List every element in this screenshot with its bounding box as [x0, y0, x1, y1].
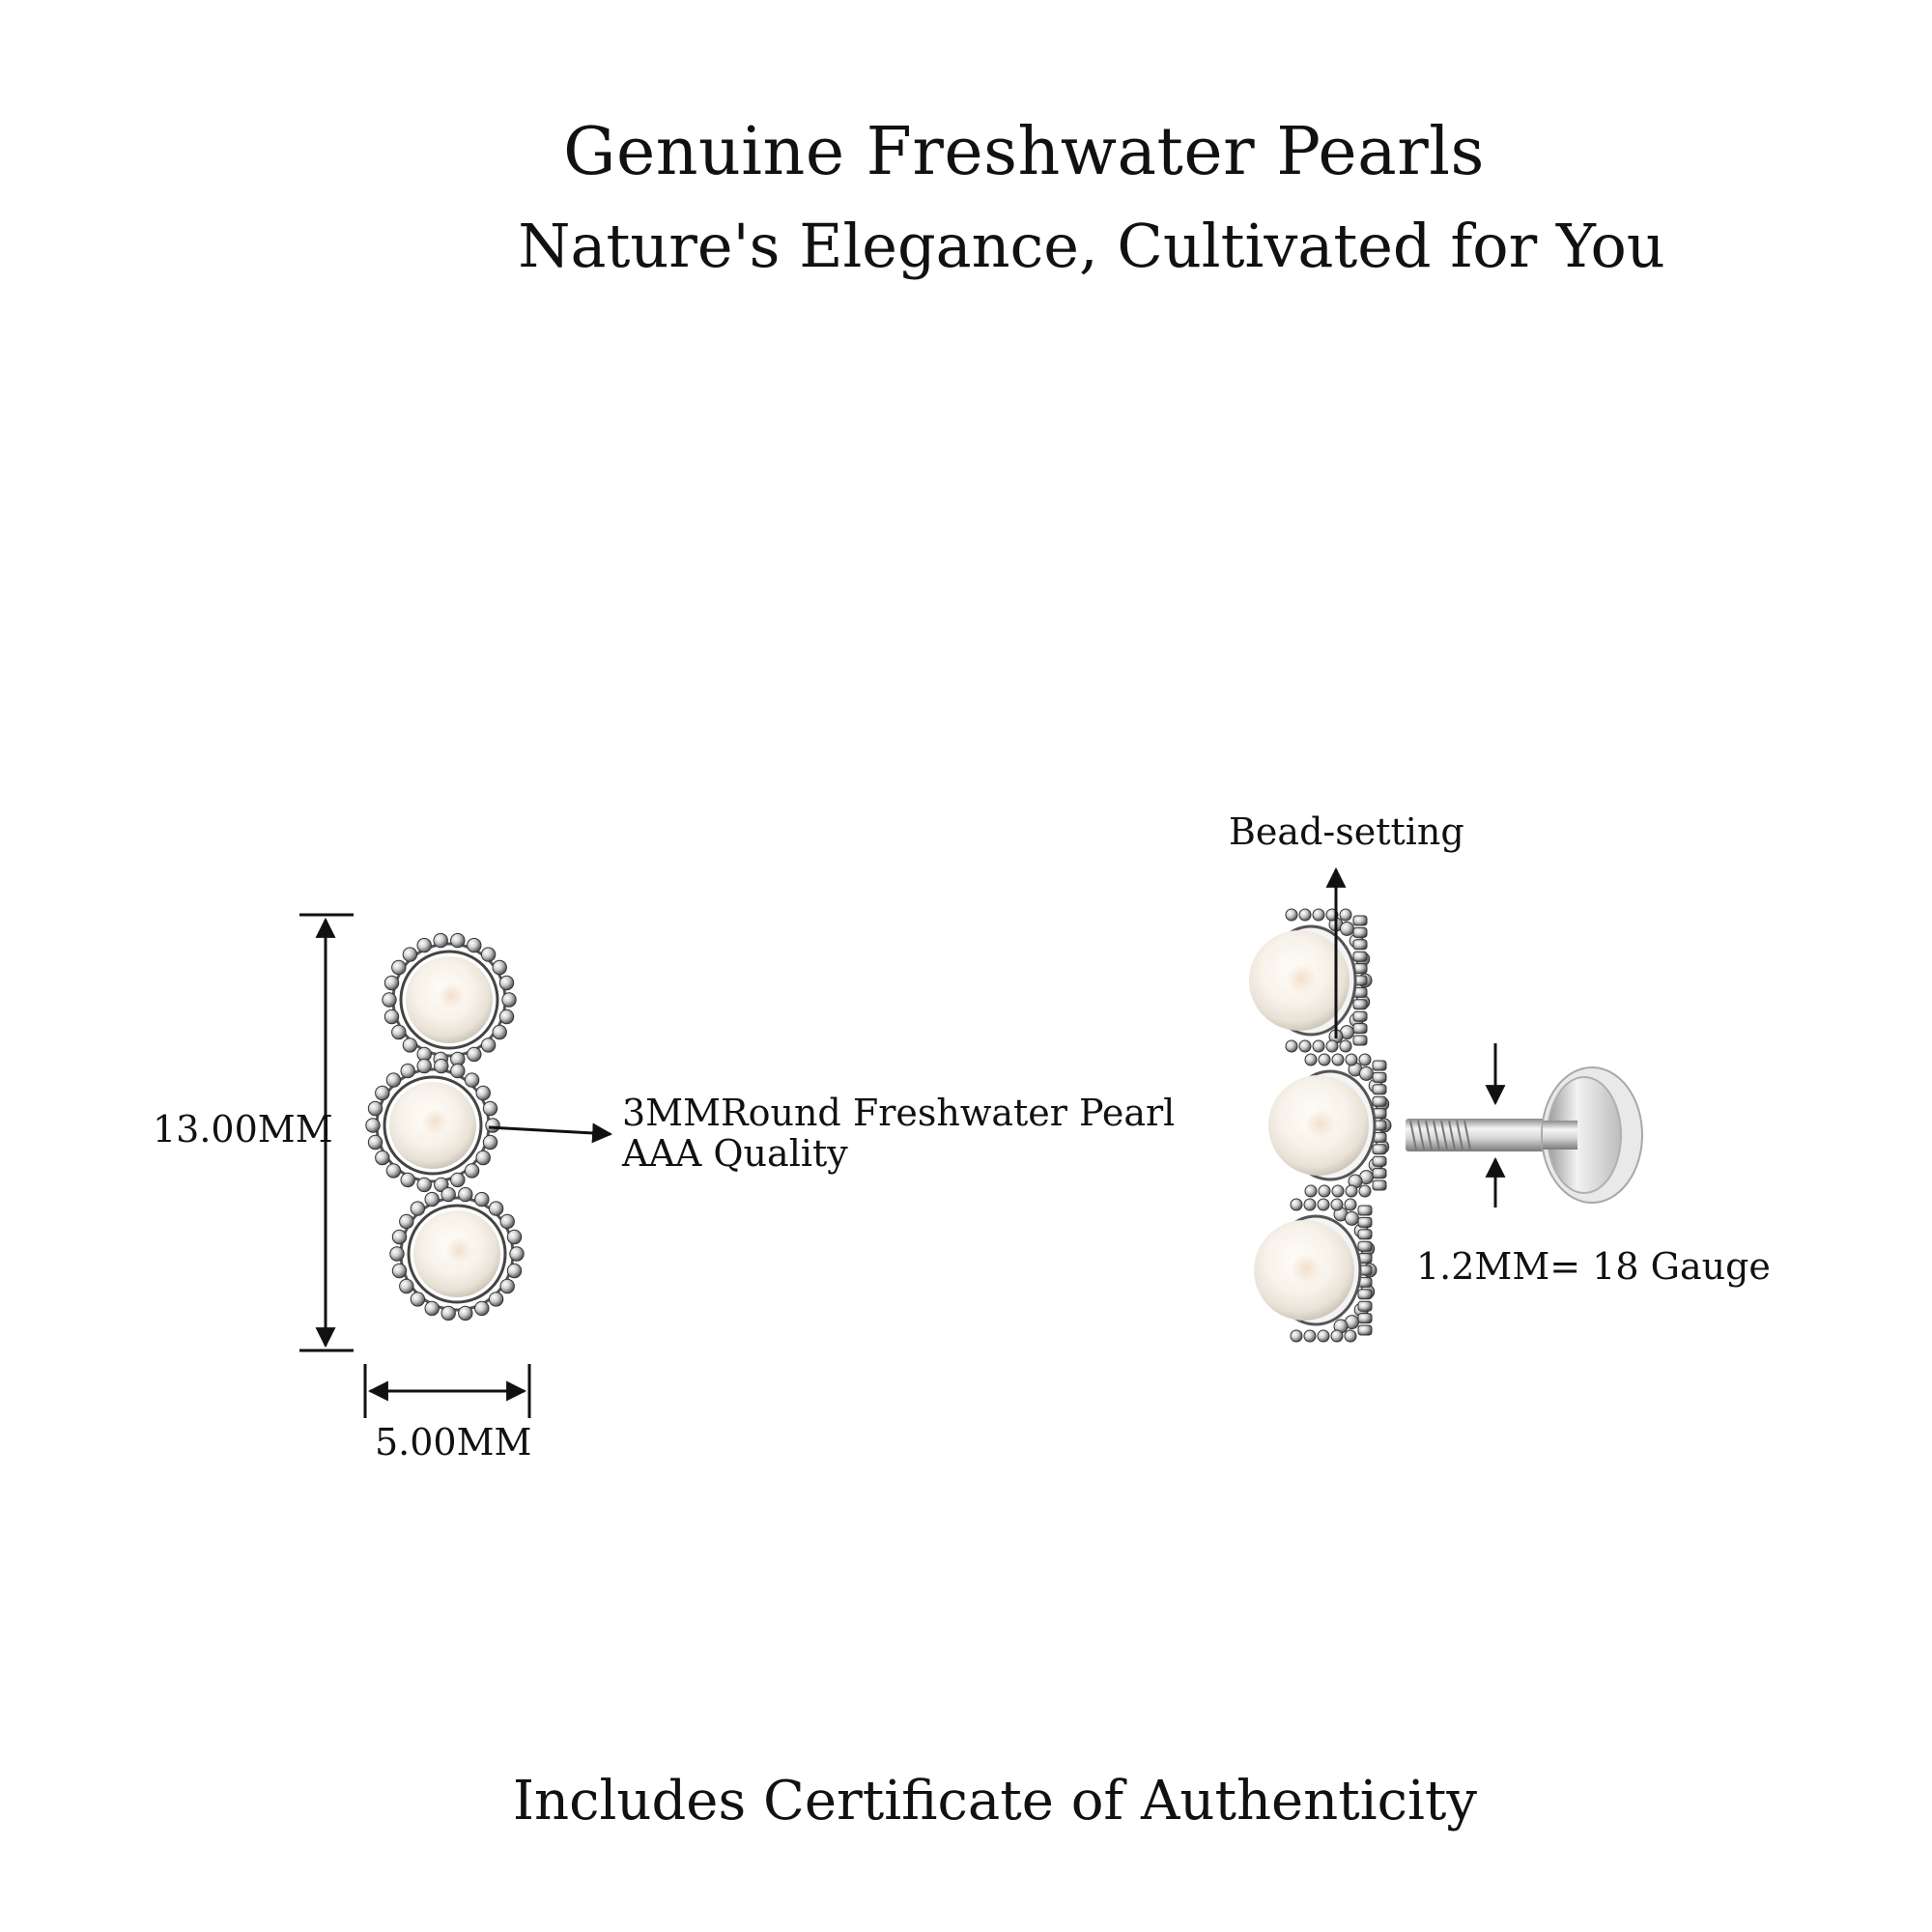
pearl-setting-profile — [1249, 908, 1373, 1053]
width-dimension — [363, 1364, 531, 1418]
pearl-setting-profile — [1254, 1198, 1378, 1343]
pearl-callout-line1: 3MMRound Freshwater Pearl — [622, 1092, 1176, 1134]
width-label: 5.00MM — [375, 1421, 532, 1463]
certificate-note: Includes Certificate of Authenticity — [512, 1770, 1478, 1833]
height-dimension — [299, 913, 354, 1352]
pearl-setting — [382, 932, 517, 1067]
side-view-earring — [1249, 908, 1643, 1343]
page-title: Genuine Freshwater Pearls — [563, 114, 1485, 190]
front-view-earring — [365, 932, 525, 1321]
pearl-setting — [365, 1058, 500, 1193]
pearl-callout-line2: AAA Quality — [622, 1132, 848, 1175]
bead-setting-label: Bead-setting — [1229, 810, 1464, 853]
pearl-setting-profile — [1268, 1053, 1392, 1198]
pearl-setting — [389, 1186, 525, 1321]
pearl-callout-arrow — [488, 1122, 613, 1144]
page-subtitle: Nature's Elegance, Cultivated for You — [518, 211, 1665, 281]
gauge-label: 1.2MM= 18 Gauge — [1416, 1245, 1771, 1288]
height-label: 13.00MM — [153, 1108, 333, 1151]
